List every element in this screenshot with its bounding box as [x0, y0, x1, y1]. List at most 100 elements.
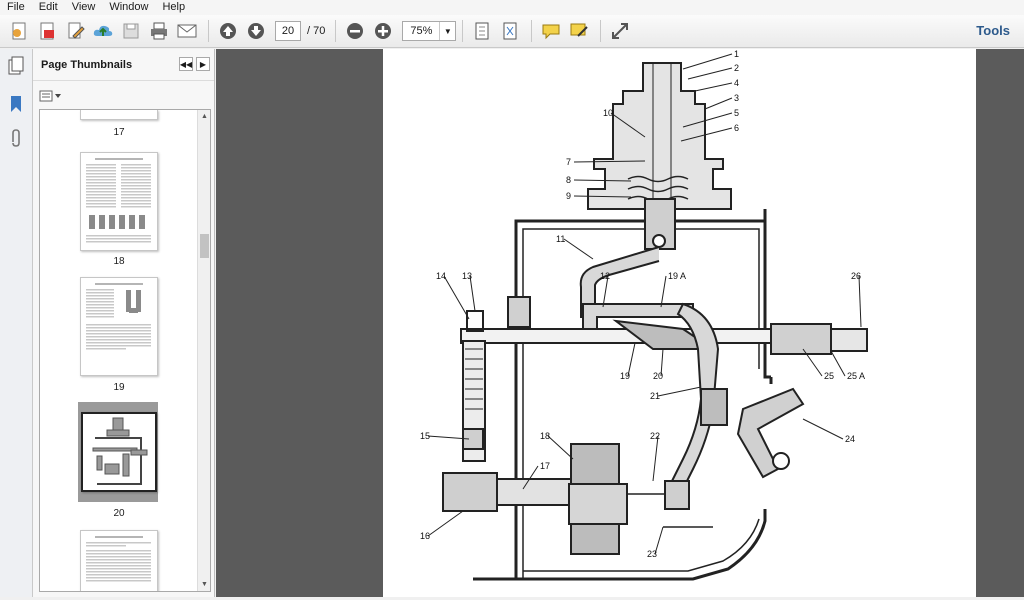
thumbnail-scrollbar[interactable]: ▲ ▼ — [197, 110, 210, 591]
thumbnail-label: 17 — [113, 127, 125, 138]
page-number-input[interactable]: 20 — [275, 21, 301, 41]
callout-label: 4 — [734, 78, 739, 88]
thumbnail-page-20[interactable] — [81, 412, 157, 492]
callout-label: 7 — [566, 157, 571, 167]
toolbar-separator — [335, 20, 337, 42]
convert-button[interactable] — [34, 18, 60, 44]
zoom-select[interactable]: 75% ▼ — [402, 21, 457, 41]
page-total: / 70 — [307, 25, 326, 37]
envelope-icon — [177, 24, 197, 38]
full-screen-button[interactable] — [497, 18, 523, 44]
callout-leader — [427, 435, 470, 440]
callout-label: 19 — [620, 371, 630, 381]
callout-label: 25 A — [847, 371, 865, 381]
thumbnail-page-17[interactable] — [80, 110, 158, 120]
speech-bubble-icon — [542, 24, 560, 40]
menu-edit[interactable]: Edit — [38, 1, 58, 13]
callout-label: 20 — [653, 371, 663, 381]
thumbnail-preview — [86, 158, 151, 243]
callout-label: 12 — [600, 271, 610, 281]
scrollbar-thumb[interactable] — [200, 234, 209, 258]
page-thumbnails-icon[interactable] — [6, 55, 26, 77]
zoom-value: 75% — [410, 25, 433, 37]
collapse-panel-button[interactable]: ◀◀ — [179, 57, 193, 71]
thumbnail-preview — [86, 283, 151, 350]
callout-leader — [830, 350, 846, 377]
arrow-up-circle-icon — [220, 23, 236, 39]
tools-button[interactable]: Tools — [976, 23, 1010, 38]
callout-label: 17 — [540, 461, 550, 471]
callout-label: 24 — [845, 434, 855, 444]
thumbnail-list[interactable]: 17 18 19 — [39, 109, 211, 592]
create-pdf-button[interactable] — [6, 18, 32, 44]
callout-label: 1 — [734, 49, 739, 59]
pen-highlight-icon — [570, 23, 589, 37]
callout-leader — [682, 112, 733, 128]
menu-file[interactable]: File — [7, 1, 25, 13]
comment-button[interactable] — [538, 18, 564, 44]
toolbar-separator — [208, 20, 209, 42]
callout-label: 15 — [420, 431, 430, 441]
callout-label: 18 — [540, 431, 550, 441]
thumbnail-page-21[interactable] — [80, 530, 158, 591]
scroll-down-icon[interactable]: ▼ — [201, 581, 208, 588]
zoom-out-button[interactable] — [342, 18, 368, 44]
thumbnail-page-18[interactable] — [80, 152, 158, 251]
paperclip-icon[interactable] — [6, 127, 26, 149]
callout-leader — [680, 127, 733, 142]
email-button[interactable] — [174, 18, 200, 44]
callout-leader — [858, 275, 862, 328]
thumbnail-options-button[interactable] — [39, 89, 63, 103]
thumbnail-page-19[interactable] — [80, 277, 158, 376]
fit-page-button[interactable] — [469, 18, 495, 44]
menu-window[interactable]: Window — [109, 1, 149, 13]
callout-label: 8 — [566, 175, 571, 185]
callout-leader — [469, 275, 476, 312]
zoom-in-button[interactable] — [370, 18, 396, 44]
create-pdf-icon — [12, 22, 26, 40]
thumbnails-panel: Page Thumbnails ◀◀ ▶ 17 18 — [33, 49, 215, 597]
callout-leader — [443, 275, 470, 320]
callout-leader — [660, 348, 664, 377]
callout-label: 21 — [650, 391, 660, 401]
callout-label: 16 — [420, 531, 430, 541]
options-menu-icon — [39, 90, 61, 102]
callout-leader — [522, 465, 539, 490]
next-page-button[interactable] — [243, 18, 269, 44]
callout-label: 23 — [647, 549, 657, 559]
menu-bar: File Edit View Window Help — [0, 0, 1024, 15]
thumbnail-label: 19 — [113, 382, 125, 393]
callout-leader — [573, 179, 632, 182]
callout-label: 6 — [734, 123, 739, 133]
printer-icon — [151, 22, 167, 40]
callout-label: 26 — [851, 271, 861, 281]
callout-leader — [660, 275, 667, 308]
save-button[interactable] — [118, 18, 144, 44]
previous-page-button[interactable] — [215, 18, 241, 44]
sign-button[interactable] — [566, 18, 592, 44]
callout-label: 5 — [734, 108, 739, 118]
print-button[interactable] — [146, 18, 172, 44]
edit-button[interactable] — [62, 18, 88, 44]
thumbnail-preview — [83, 414, 155, 490]
toolbar-separator — [600, 20, 602, 42]
edit-document-icon — [68, 22, 85, 39]
callout-leader — [682, 53, 733, 70]
toolbar-separator — [462, 20, 464, 42]
scroll-up-icon[interactable]: ▲ — [201, 113, 208, 120]
callout-leader — [654, 526, 664, 555]
expand-button[interactable] — [607, 18, 633, 44]
upload-button[interactable] — [90, 18, 116, 44]
expand-arrows-icon — [612, 23, 629, 39]
bookmark-icon[interactable] — [6, 93, 26, 115]
next-panel-button[interactable]: ▶ — [196, 57, 210, 71]
menu-help[interactable]: Help — [162, 1, 186, 13]
panel-header: Page Thumbnails — [33, 49, 214, 81]
callout-label: 9 — [566, 191, 571, 201]
menu-view[interactable]: View — [71, 1, 96, 13]
callout-label: 3 — [734, 93, 739, 103]
thumbnail-label: 20 — [113, 508, 125, 519]
